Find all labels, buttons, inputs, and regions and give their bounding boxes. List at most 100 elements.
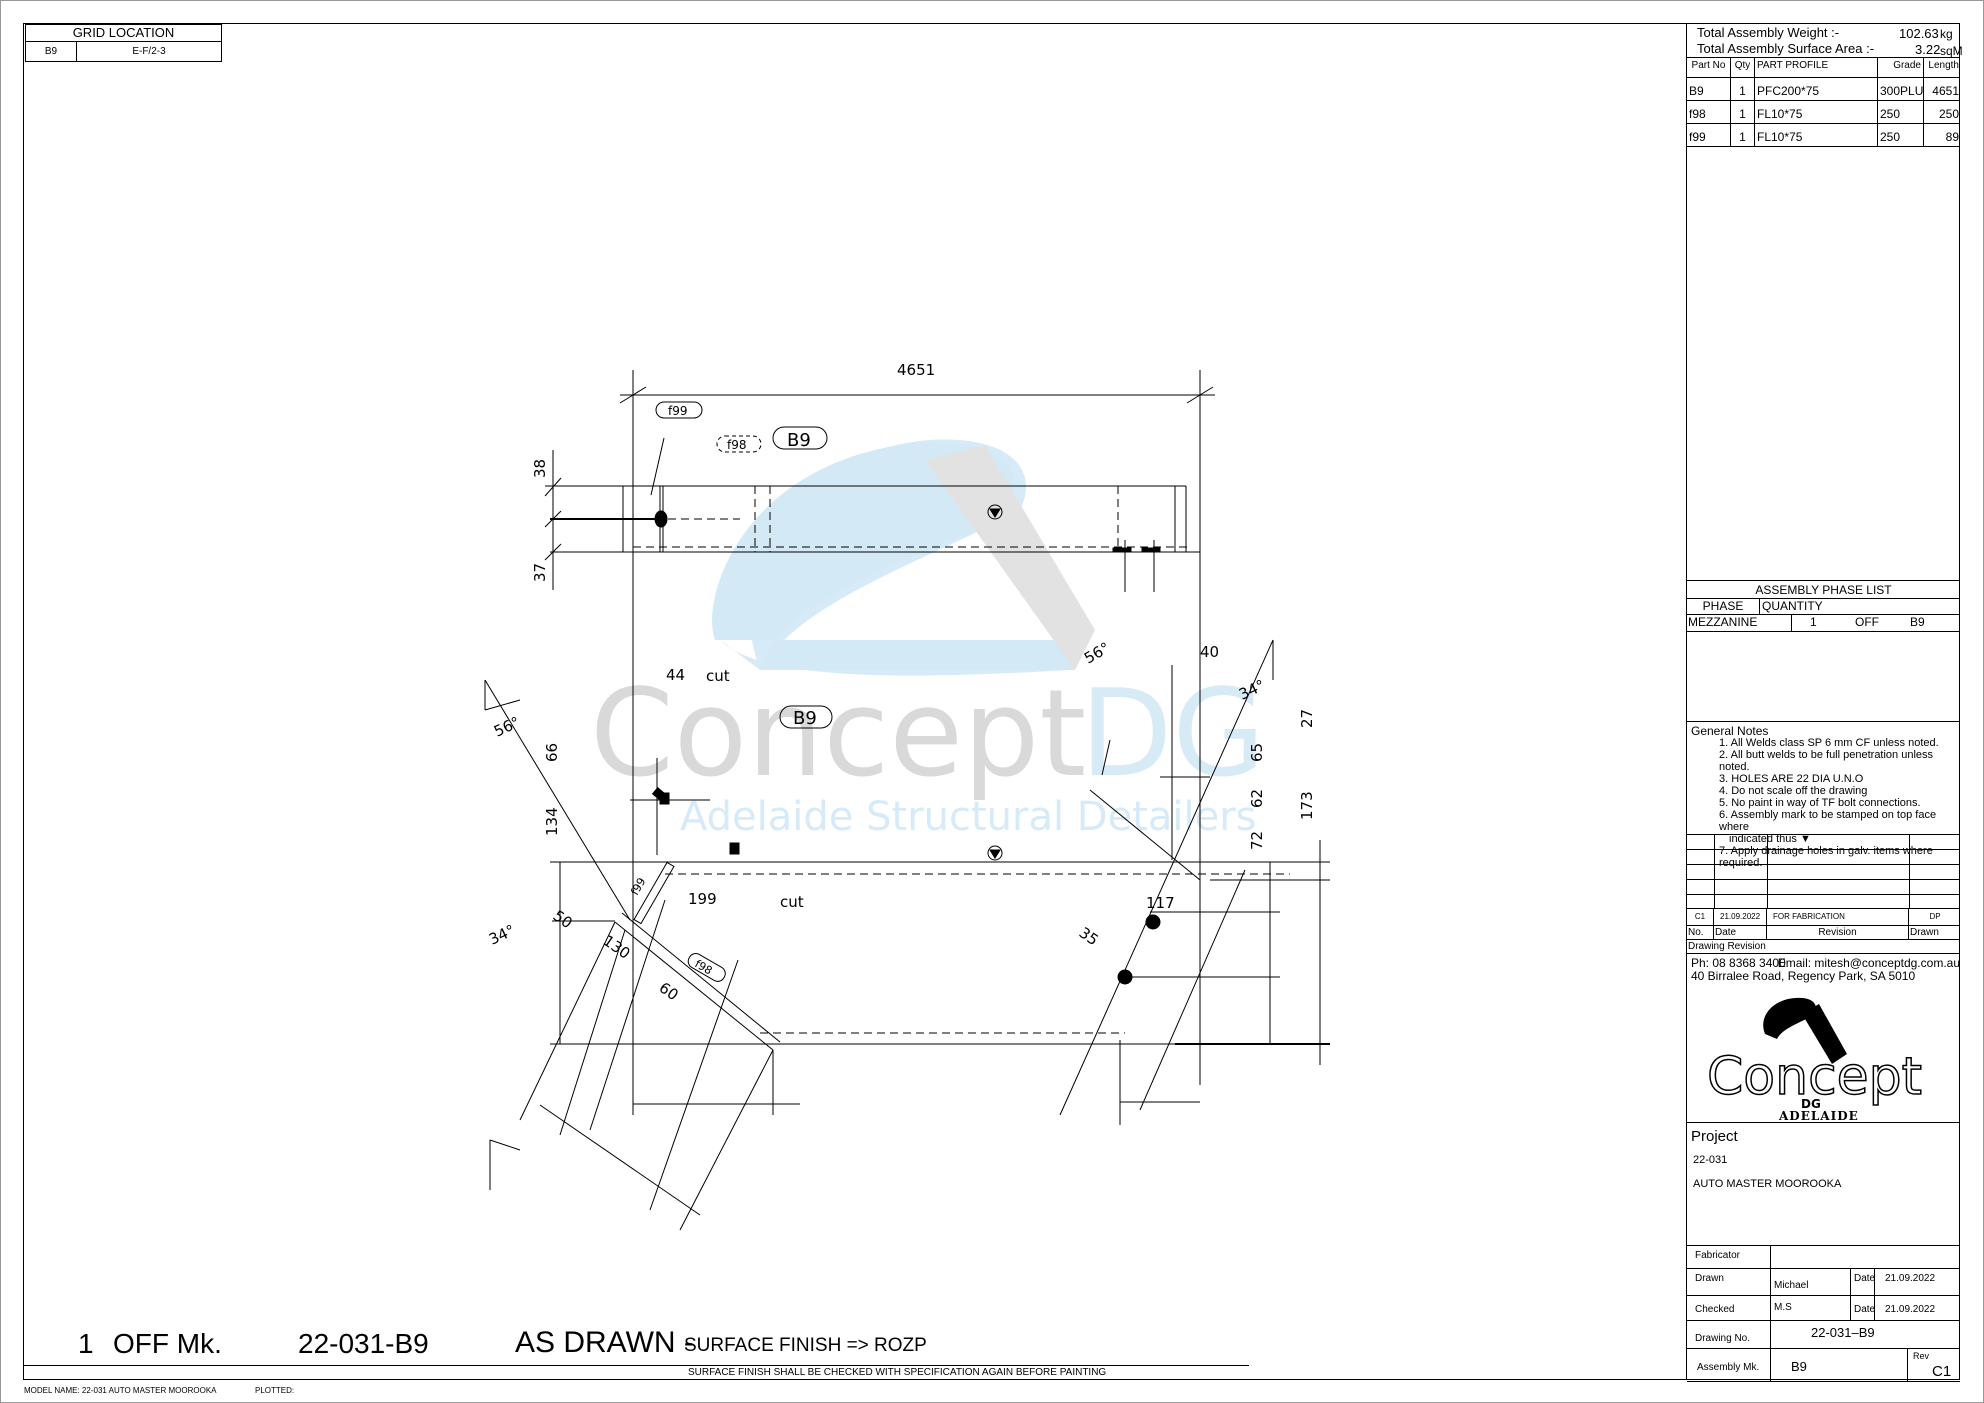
revision-desc: FOR FABRICATION (1767, 909, 1909, 925)
phase-qty: 1 (1810, 615, 1817, 629)
footer-as-drawn: AS DRAWN - (515, 1326, 694, 1359)
grid-value: E-F/2-3 (132, 46, 166, 57)
rev-header-no: No. (1687, 926, 1714, 939)
rev-header-drawn: Drawn (1910, 927, 1939, 938)
revision-drawn: DP (1929, 912, 1941, 921)
part-length: 250 (1938, 107, 1959, 121)
part-profile: FL10*75 (1755, 124, 1878, 146)
part-grade: 300PLUS (1878, 78, 1924, 100)
dim-130: 130 (600, 932, 634, 963)
revision-row: C1 21.09.2022 FOR FABRICATION DP (1687, 909, 1960, 926)
dim-35: 35 (1076, 924, 1102, 950)
part-qty: 1 (1731, 78, 1755, 100)
tag-f99-bottom: f99 (628, 876, 648, 898)
dim-134: 134 (543, 807, 561, 836)
tag-f98: f98 (727, 438, 747, 452)
part-profile: PFC200*75 (1755, 78, 1878, 100)
notes-title: General Notes (1691, 724, 1769, 738)
watermark-tagline: Adelaide Structural Detailers (680, 794, 1257, 840)
dim-60: 60 (656, 979, 682, 1005)
revision-no: C1 (1687, 909, 1714, 925)
company-info: Ph: 08 8368 3400 Email: mitesh@conceptdg… (1687, 954, 1960, 1123)
part-length: 4651 (1932, 84, 1959, 98)
footer-drawing-no: 22-031-B9 (298, 1328, 429, 1359)
drawing-no-value: 22-031–B9 (1811, 1325, 1875, 1340)
drawing-frame (23, 23, 1960, 1380)
col-part-no: Part No (1687, 58, 1731, 77)
cut-label-1: cut (706, 667, 730, 685)
company-phone: Ph: 08 8368 3400 (1691, 956, 1786, 970)
general-note: 4. Do not scale off the drawing (1719, 785, 1868, 797)
company-logo: Concept DG ADELAIDE (1707, 997, 1923, 1122)
grid-location-title: GRID LOCATION (26, 25, 221, 42)
part-length: 89 (1945, 130, 1959, 144)
general-note: 2. All butt welds to be full penetration… (1719, 749, 1934, 773)
drawn-date: 21.09.2022 (1885, 1273, 1936, 1284)
checked-by: M.S (1771, 1296, 1851, 1320)
general-note: 6. Assembly mark to be stamped on top fa… (1719, 809, 1937, 833)
part-profile: FL10*75 (1755, 101, 1878, 123)
drawing-revision-label: Drawing Revision (1687, 940, 1960, 954)
general-note: 3. HOLES ARE 22 DIA U.N.O (1719, 773, 1864, 785)
part-qty: 1 (1731, 124, 1755, 146)
revision-date: 21.09.2022 (1714, 909, 1767, 925)
dim-38: 38 (531, 459, 549, 478)
dim-27: 27 (1298, 709, 1316, 728)
logo-name: Concept (1707, 1047, 1922, 1107)
dim-37: 37 (531, 563, 549, 582)
general-note: 5. No paint in way of TF bolt connection… (1719, 797, 1921, 809)
drawn-row: Drawn Michael Date 21.09.2022 (1687, 1269, 1960, 1296)
cut-label-2: cut (780, 893, 804, 911)
part-qty: 1 (1731, 101, 1755, 123)
weight-label: Total Assembly Weight :- (1697, 25, 1840, 40)
area-unit: sqM (1940, 44, 1963, 58)
part-grade: 250 (1878, 101, 1924, 123)
phase-mark: B9 (1910, 615, 1925, 629)
project-label: Project (1691, 1128, 1738, 1145)
rev-header-date: Date (1714, 926, 1767, 939)
company-address: 40 Birralee Road, Regency Park, SA 5010 (1691, 969, 1916, 983)
footer-finish-note: SURFACE FINISH SHALL BE CHECKED WITH SPE… (688, 1367, 1107, 1378)
dim-44: 44 (666, 666, 685, 684)
footer-surface-finish: SURFACE FINISH => ROZP (684, 1335, 927, 1356)
rev-label: Rev (1913, 1351, 1930, 1361)
dim-66: 66 (543, 743, 561, 762)
project-name: AUTO MASTER MOOROOKA (1693, 1178, 1842, 1190)
assembly-mark: B9 (1771, 1349, 1908, 1381)
part-grade: 250 (1878, 124, 1924, 146)
phase-name: MEZZANINE (1687, 615, 1792, 631)
area-label: Total Assembly Surface Area :- (1697, 41, 1875, 56)
watermark-brand: Concept (590, 665, 1086, 804)
checked-row: Checked M.S Date 21.09.2022 (1687, 1296, 1960, 1321)
dim-50: 50 (550, 907, 576, 933)
logo-sub: DG (1801, 1097, 1821, 1111)
fabricator-label: Fabricator (1687, 1246, 1771, 1268)
col-length: Length (1928, 60, 1959, 71)
weight-unit: kg (1940, 27, 1953, 41)
assembly-row: Assembly Mk. B9 Rev C1 (1687, 1349, 1960, 1382)
plotted-label: PLOTTED: (255, 1386, 295, 1395)
part-part: f98 (1687, 101, 1731, 123)
tag-b9-bottom: B9 (793, 708, 817, 729)
phase-row: MEZZANINE 1 OFF B9 (1687, 615, 1960, 632)
footer-divider (23, 1365, 1249, 1366)
phase-blank (1687, 632, 1960, 722)
col-qty: Qty (1731, 58, 1755, 77)
phase-title: ASSEMBLY PHASE LIST (1687, 581, 1960, 599)
phase-header-row: PHASE QUANTITY (1687, 599, 1960, 615)
phase-header: PHASE (1687, 599, 1760, 614)
tag-b9-top: B9 (787, 430, 811, 451)
angle-56-left: 56° (491, 713, 523, 741)
logo-city: ADELAIDE (1778, 1109, 1859, 1122)
col-grade: Grade (1878, 58, 1924, 77)
tag-f99: f99 (668, 404, 688, 418)
company-email: Email: mitesh@conceptdg.com.au (1777, 956, 1960, 970)
project-number: 22-031 (1693, 1154, 1728, 1166)
footer-qty: 1 (78, 1328, 94, 1359)
quantity-header: QUANTITY (1762, 599, 1823, 613)
drawing-no-label: Drawing No. (1687, 1321, 1771, 1348)
